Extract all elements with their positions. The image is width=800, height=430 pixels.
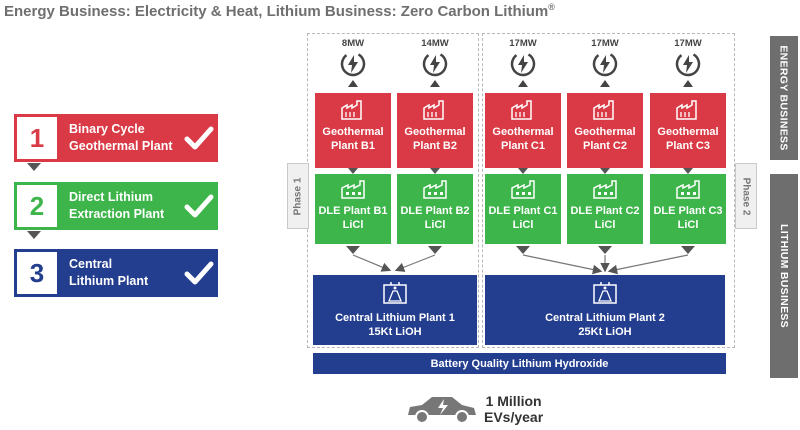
phase-2-tab: Phase 2 [735, 163, 757, 229]
ev-count-label: 1 Million EVs/year [484, 393, 544, 425]
registered-mark: ® [548, 2, 555, 12]
factory-icon [423, 100, 444, 120]
central-plant-label: Central Lithium Plant 1 15Kt LiOH [335, 312, 455, 338]
energy-business-label: ENERGY BUSINESS [778, 45, 790, 151]
geothermal-plant-label: Geothermal Plant B2 [404, 126, 466, 152]
step-central-lithium: 3 Central Lithium Plant [14, 249, 218, 297]
factory-icon [676, 100, 697, 120]
factory-icon [676, 180, 700, 199]
lab-icon [383, 282, 407, 304]
phase-2-box [482, 33, 735, 348]
phase-1-tab: Phase 1 [287, 163, 309, 229]
output-capacity-c3: 17MW [674, 38, 702, 49]
dle-plant-label: DLE Plant B2 LiCl [400, 205, 470, 231]
output-arrow [348, 80, 358, 87]
power-bolt-icon [675, 51, 701, 77]
factory-icon [593, 180, 617, 199]
power-bolt-icon [510, 51, 536, 77]
geothermal-plant-label: Geothermal Plant C1 [492, 126, 554, 152]
step-number: 1 [17, 117, 57, 159]
geothermal-plant-c2: Geothermal Plant C2 [567, 93, 643, 168]
output-arrow [518, 80, 528, 87]
dle-plant-label: DLE Plant C1 LiCl [488, 205, 558, 231]
lithium-business-label: LITHIUM BUSINESS [778, 224, 791, 328]
page-title-text: Energy Business: Electricity & Heat, Lit… [4, 3, 549, 20]
power-bolt-icon [592, 51, 618, 77]
checkmark-icon [184, 261, 214, 285]
output-arrow [683, 80, 693, 87]
step-connector-arrow [27, 163, 41, 171]
step-label: Binary Cycle Geothermal Plant [69, 122, 173, 153]
factory-icon [511, 180, 535, 199]
geothermal-plant-c1: Geothermal Plant C1 [485, 93, 561, 168]
dle-plant-b2: DLE Plant B2 LiCl [397, 174, 473, 244]
power-bolt-icon [422, 51, 448, 77]
step-label: Central Lithium Plant [69, 257, 149, 288]
output-arrow [600, 80, 610, 87]
central-lithium-plant-2: Central Lithium Plant 2 25Kt LiOH [485, 275, 725, 345]
factory-icon [341, 100, 362, 120]
factory-icon [593, 100, 614, 120]
dle-plant-c1: DLE Plant C1 LiCl [485, 174, 561, 244]
dle-plant-label: DLE Plant B1 LiCl [318, 205, 388, 231]
geothermal-plant-label: Geothermal Plant C2 [574, 126, 636, 152]
checkmark-icon [184, 194, 214, 218]
dle-plant-label: DLE Plant C3 LiCl [653, 205, 723, 231]
battery-quality-bar: Battery Quality Lithium Hydroxide [313, 353, 726, 374]
checkmark-icon [184, 126, 214, 150]
step-label: Direct Lithium Extraction Plant [69, 190, 165, 221]
step-connector-arrow [27, 231, 41, 239]
geothermal-plant-b2: Geothermal Plant B2 [397, 93, 473, 168]
central-lithium-plant-1: Central Lithium Plant 1 15Kt LiOH [313, 275, 477, 345]
page-title: Energy Business: Electricity & Heat, Lit… [4, 2, 555, 20]
dle-plant-b1: DLE Plant B1 LiCl [315, 174, 391, 244]
factory-icon [341, 180, 365, 199]
step-direct-lithium-extraction: 2 Direct Lithium Extraction Plant [14, 182, 218, 230]
step-number: 3 [17, 252, 57, 294]
geothermal-plant-b1: Geothermal Plant B1 [315, 93, 391, 168]
output-capacity-c1: 17MW [509, 38, 537, 49]
factory-icon [423, 180, 447, 199]
step-number: 2 [17, 185, 57, 227]
geothermal-plant-c3: Geothermal Plant C3 [650, 93, 726, 168]
electric-car-icon [408, 397, 476, 424]
geothermal-plant-label: Geothermal Plant B1 [322, 126, 384, 152]
dle-plant-label: DLE Plant C2 LiCl [570, 205, 640, 231]
central-plant-label: Central Lithium Plant 2 25Kt LiOH [545, 312, 665, 338]
energy-business-bar: ENERGY BUSINESS [770, 36, 798, 160]
power-bolt-icon [340, 51, 366, 77]
lab-icon [593, 282, 617, 304]
factory-icon [511, 100, 532, 120]
battery-label: Battery Quality Lithium Hydroxide [430, 357, 609, 370]
output-capacity-c2: 17MW [591, 38, 619, 49]
geothermal-plant-label: Geothermal Plant C3 [657, 126, 719, 152]
step-binary-cycle: 1 Binary Cycle Geothermal Plant [14, 114, 218, 162]
output-capacity-b1: 8MW [341, 38, 365, 49]
dle-plant-c2: DLE Plant C2 LiCl [567, 174, 643, 244]
output-capacity-b2: 14MW [421, 38, 449, 49]
lithium-business-bar: LITHIUM BUSINESS [770, 174, 798, 378]
output-arrow [430, 80, 440, 87]
dle-plant-c3: DLE Plant C3 LiCl [650, 174, 726, 244]
